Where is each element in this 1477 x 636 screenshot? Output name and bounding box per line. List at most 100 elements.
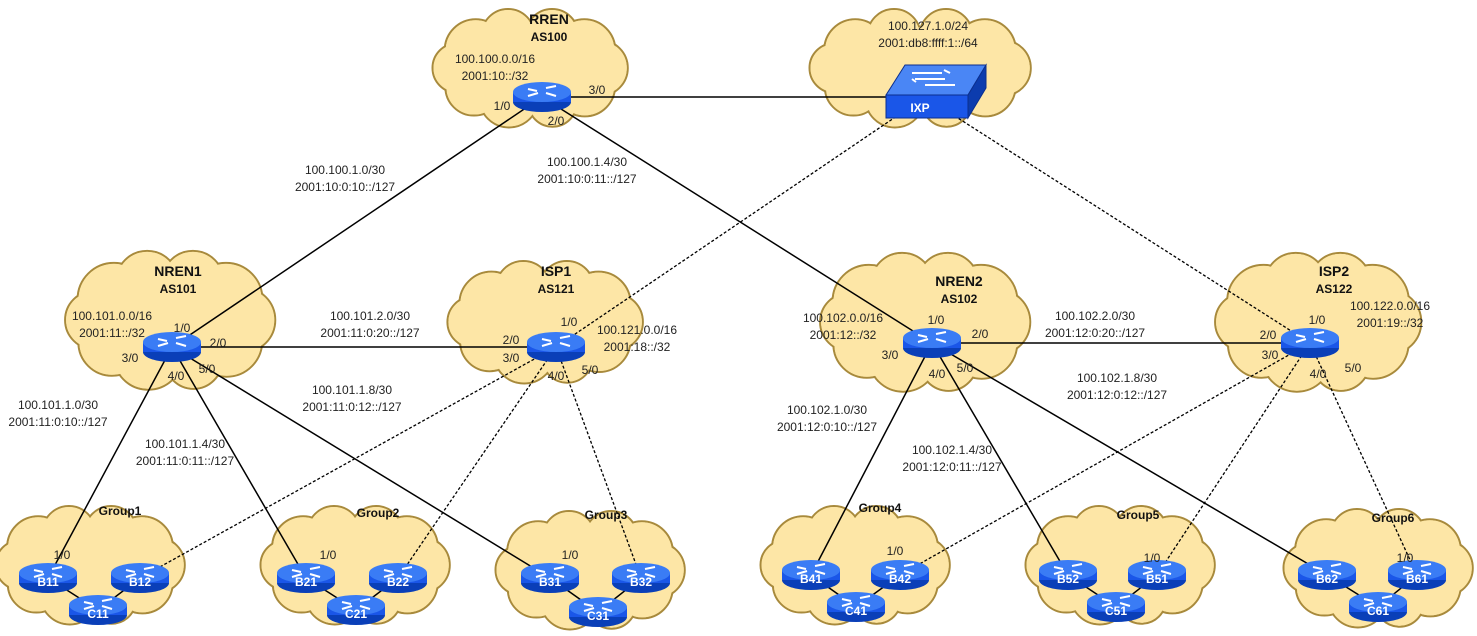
port-label: 4/0	[548, 369, 565, 383]
port-label: 5/0	[957, 361, 974, 375]
rren-cloud	[431, 8, 629, 129]
nren2-router[interactable]	[903, 328, 961, 358]
ixp-ipv6-prefix: 2001:db8:ffff:1::/64	[878, 36, 978, 50]
link-nren2-group4[interactable]	[810, 342, 933, 576]
port-label: 1/0	[494, 99, 511, 113]
link-isp2-group5[interactable]	[1156, 342, 1311, 576]
group-title: Group3	[585, 508, 628, 522]
link-nren1-group2[interactable]	[171, 346, 307, 579]
router-arrows-icon	[125, 566, 155, 578]
link-ipv4-subnet: 100.101.1.0/30	[18, 398, 98, 412]
router-label: C61	[1367, 604, 1389, 618]
link-nren2-group6[interactable]	[931, 342, 1328, 576]
router-b31[interactable]: B31	[521, 563, 579, 593]
link-ipv4-subnet: 100.102.1.8/30	[1077, 371, 1157, 385]
link-ipv4-subnet: 100.101.1.4/30	[145, 437, 225, 451]
router-b42[interactable]: B42	[871, 560, 929, 590]
link-ipv6-subnet: 2001:10:0:11::/127	[537, 172, 637, 186]
router-b21[interactable]: B21	[277, 563, 335, 593]
link-ixp-isp1[interactable]	[555, 96, 926, 348]
router-label: B12	[129, 575, 151, 589]
router-arrows-icon	[583, 600, 613, 612]
router-arrows-icon	[83, 598, 113, 610]
isp1-cloud	[446, 259, 644, 385]
router-arrows-icon	[157, 335, 187, 347]
link-rren-nren1[interactable]	[171, 96, 543, 348]
router-label: C31	[587, 609, 609, 623]
link-rren-nren2[interactable]	[541, 96, 933, 344]
router-c21[interactable]: C21	[327, 595, 385, 625]
isp2-cloud	[1214, 251, 1423, 393]
link-nren1-group1[interactable]	[47, 346, 173, 579]
router-arrows-icon	[626, 566, 656, 578]
router-b52[interactable]: B52	[1039, 560, 1097, 590]
link-isp1-group3[interactable]	[555, 346, 642, 579]
router-arrows-icon	[796, 563, 826, 575]
router-c41[interactable]: C41	[827, 592, 885, 622]
router-c11[interactable]: C11	[69, 595, 127, 625]
router-b62[interactable]: B62	[1298, 560, 1356, 590]
router-label: C21	[345, 607, 367, 621]
port-label: 2/0	[503, 333, 520, 347]
port-label: 3/0	[122, 351, 139, 365]
router-label: C41	[845, 604, 867, 618]
router-b12[interactable]: B12	[111, 563, 169, 593]
link-ipv6-subnet: 2001:11:0:10::/127	[8, 415, 108, 429]
port-label: 1/0	[1144, 551, 1161, 565]
link-nren2-group5[interactable]	[931, 342, 1069, 576]
port-label: 3/0	[1262, 348, 1279, 362]
port-label: 1/0	[887, 544, 904, 558]
router-label: B42	[889, 572, 911, 586]
group-title: Group1	[99, 504, 142, 518]
rren-as-number: AS100	[531, 30, 568, 44]
port-label: 1/0	[174, 321, 191, 335]
port-label: 1/0	[561, 315, 578, 329]
router-c51[interactable]: C51	[1087, 592, 1145, 622]
link-ipv4-subnet: 100.100.1.4/30	[547, 155, 627, 169]
nren1-as-number: AS101	[160, 282, 197, 296]
router-b11[interactable]: B11	[19, 563, 77, 593]
group-title: Group2	[357, 506, 400, 520]
link-isp2-group6[interactable]	[1309, 342, 1418, 576]
link-isp2-group4[interactable]	[899, 342, 1311, 576]
ixp-switch[interactable]: IXP	[885, 63, 987, 120]
port-label: 1/0	[562, 548, 579, 562]
router-b61[interactable]: B61	[1388, 560, 1446, 590]
port-label: 5/0	[1345, 361, 1362, 375]
isp1-router[interactable]	[527, 332, 585, 362]
link-ipv6-subnet: 2001:11:0:11::/127	[136, 454, 235, 468]
port-label: 5/0	[582, 363, 599, 377]
link-isp1-group2[interactable]	[397, 346, 557, 579]
router-label: B61	[1406, 572, 1428, 586]
nren2-as-number: AS102	[941, 292, 978, 306]
router-label: B22	[387, 575, 409, 589]
router-b22[interactable]: B22	[369, 563, 427, 593]
nren1-ipv6-prefix: 2001:11::/32	[79, 326, 145, 340]
router-b32[interactable]: B32	[612, 563, 670, 593]
link-ipv6-subnet: 2001:12:0:10::/127	[777, 420, 877, 434]
router-c31[interactable]: C31	[569, 597, 627, 627]
isp1-title: ISP1	[541, 263, 572, 279]
link-isp1-group1[interactable]	[139, 346, 557, 579]
link-ixp-isp2[interactable]	[924, 96, 1311, 344]
port-label: 1/0	[54, 548, 71, 562]
router-c61[interactable]: C61	[1349, 592, 1407, 622]
router-arrows-icon	[291, 566, 321, 578]
switch-arrows-icon	[911, 69, 955, 86]
port-label: 2/0	[972, 327, 989, 341]
link-nren1-group3[interactable]	[171, 346, 551, 579]
isp1-as-number: AS121	[538, 282, 575, 296]
link-ipv6-subnet: 2001:10:0:10::/127	[295, 180, 395, 194]
router-label: B51	[1146, 572, 1168, 586]
nren1-router[interactable]	[143, 332, 201, 362]
rren-router[interactable]	[513, 82, 571, 112]
isp1-ipv6-prefix: 2001:18::/32	[604, 340, 671, 354]
router-b41[interactable]: B41	[782, 560, 840, 590]
link-ipv4-subnet: 100.102.1.0/30	[787, 403, 867, 417]
router-label: B62	[1316, 572, 1338, 586]
router-b51[interactable]: B51	[1128, 560, 1186, 590]
isp1-ipv4-prefix: 100.121.0.0/16	[597, 323, 677, 337]
isp2-router[interactable]	[1281, 328, 1339, 358]
